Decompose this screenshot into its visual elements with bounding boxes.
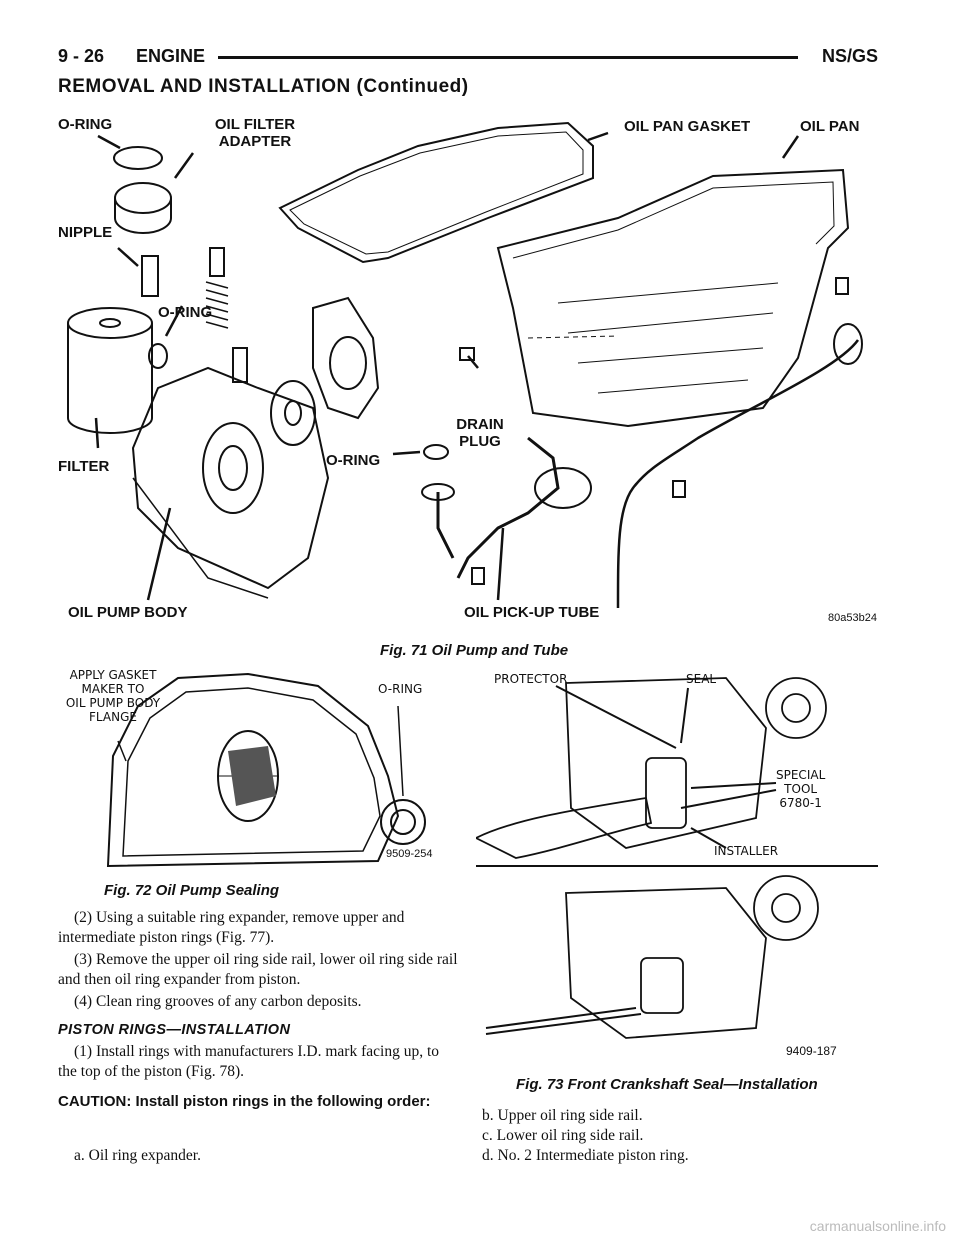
step-c: c. Lower oil ring side rail. — [482, 1127, 644, 1144]
figure-71-oil-pump-and-tube: O-RING OIL FILTER ADAPTER OIL PAN GASKET… — [58, 108, 878, 638]
watermark: carmanualsonline.info — [809, 1218, 946, 1234]
label-o-ring-pickup: O-RING — [326, 452, 381, 469]
label-oil-pan: OIL PAN — [800, 118, 860, 135]
section-title: ENGINE — [136, 46, 206, 66]
figure-72-oil-pump-sealing: APPLY GASKET MAKER TO OIL PUMP BODY FLAN… — [58, 666, 468, 876]
label-special-tool: SPECIAL TOOL 6780-1 — [776, 768, 826, 810]
step-d: d. No. 2 Intermediate piston ring. — [482, 1147, 689, 1164]
label-oil-filter-adapter: OIL FILTER ADAPTER — [214, 116, 296, 150]
caution-note: CAUTION: Install piston rings in the fol… — [58, 1093, 431, 1110]
step-4-paragraph: (4) Clean ring grooves of any carbon dep… — [74, 993, 362, 1010]
figure-71-caption: Fig. 71 Oil Pump and Tube — [380, 642, 569, 659]
figure-72-caption: Fig. 72 Oil Pump Sealing — [104, 882, 280, 899]
install-step-1-paragraph: (1) Install rings with manufacturers I.D… — [58, 1043, 440, 1080]
label-seal: SEAL — [686, 672, 717, 686]
label-oil-pickup-tube: OIL PICK-UP TUBE — [464, 604, 600, 621]
label-o-ring-top: O-RING — [58, 116, 113, 133]
section-heading-piston-rings-installation: PISTON RINGS—INSTALLATION — [58, 1022, 291, 1038]
oil-pump-sealing-illustration — [106, 672, 426, 868]
step-2-paragraph: (2) Using a suitable ring expander, remo… — [58, 909, 405, 946]
page-header: 9 - 26 ENGINE NS/GS — [58, 44, 878, 70]
label-o-ring-mid: O-RING — [158, 304, 213, 321]
figure-73-front-crankshaft-seal: PROTECTOR SEAL SPECIAL TOOL 6780-1 INSTA… — [476, 668, 878, 1070]
label-oil-pan-gasket: OIL PAN GASKET — [624, 118, 751, 135]
crankshaft-seal-installation-illustration — [476, 677, 878, 1039]
step-3-paragraph: (3) Remove the upper oil ring side rail,… — [58, 951, 458, 988]
label-o-ring: O-RING — [378, 682, 423, 696]
continued-heading: REMOVAL AND INSTALLATION (Continued) — [58, 76, 469, 97]
label-drain-plug: DRAIN PLUG — [456, 416, 504, 450]
model-code: NS/GS — [821, 46, 878, 66]
label-apply-gasket-maker: APPLY GASKET MAKER TO OIL PUMP BODY FLAN… — [65, 668, 161, 724]
header-rule — [218, 56, 798, 59]
label-installer: INSTALLER — [714, 844, 779, 858]
figure-73-code: 9409-187 — [786, 1044, 837, 1058]
label-oil-pump-body: OIL PUMP BODY — [68, 604, 188, 621]
oil-pump-exploded-illustration — [67, 121, 863, 609]
label-filter: FILTER — [58, 458, 110, 475]
label-nipple: NIPPLE — [58, 224, 113, 241]
page-number: 9 - 26 — [58, 46, 105, 66]
figure-73-caption: Fig. 73 Front Crankshaft Seal—Installati… — [516, 1076, 818, 1093]
figure-72-code: 9509-254 — [386, 848, 433, 860]
step-a: a. Oil ring expander. — [74, 1147, 201, 1164]
step-b: b. Upper oil ring side rail. — [482, 1107, 643, 1124]
label-protector: PROTECTOR — [494, 672, 568, 686]
figure-71-code: 80a53b24 — [828, 612, 877, 624]
